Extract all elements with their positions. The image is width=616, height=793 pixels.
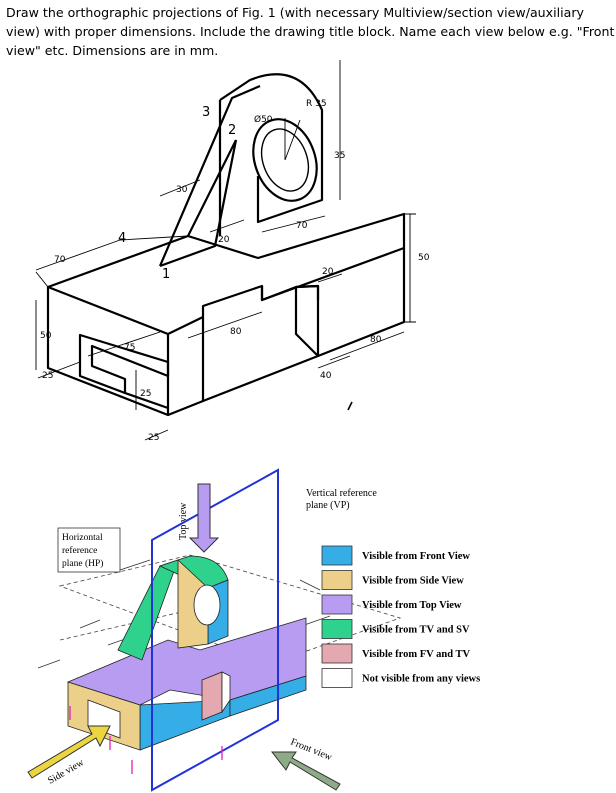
dim-50-right: 50 [418, 253, 430, 263]
boss-hole-white [193, 584, 221, 626]
vp-label-line1: Vertical reference [306, 488, 377, 499]
vp-label-line2: plane (VP) [306, 500, 350, 511]
rib [158, 84, 261, 268]
hp-label-line3: plane (HP) [62, 558, 103, 569]
legend-swatch-3 [321, 619, 353, 639]
instructions-text: Draw the orthographic projections of Fig… [6, 3, 615, 60]
dim-75: 75 [124, 343, 135, 353]
rib-top [187, 139, 237, 237]
hp-label-line2: reference [62, 545, 97, 556]
legend-label-4: Visible from FV and TV [362, 649, 471, 660]
side-view-arrow [27, 725, 111, 779]
dim-r35: R 35 [306, 99, 327, 109]
instructions-line-3: view" etc. Dimensions are in mm. [6, 43, 219, 58]
vp-outline [151, 468, 279, 792]
dim-25-left: 25 [42, 371, 53, 381]
callout-2: 2 [228, 123, 236, 138]
legend-label-0: Visible from Front View [362, 551, 470, 562]
dim-80-right: 80 [370, 335, 382, 345]
hp-outline [58, 554, 402, 665]
legend-swatch-0 [321, 545, 353, 566]
legend-swatch-1 [321, 570, 353, 590]
legend-label-5: Not visible from any views [362, 674, 480, 685]
dim-70-left: 70 [54, 255, 66, 265]
dim-25-mid: 25 [140, 389, 151, 399]
top-view-label: Top view [178, 502, 189, 540]
legend-swatch-2 [321, 594, 353, 615]
dim-20-slot: 20 [218, 235, 230, 245]
dim-25-bottom: 25 [148, 433, 159, 443]
dim-20-v: 20 [322, 267, 334, 277]
legend-swatch-4 [321, 643, 353, 664]
dim-dia50: Ø50 [254, 114, 273, 125]
groove-white [221, 671, 231, 714]
boss-hole-inner [260, 128, 310, 192]
boss [219, 73, 324, 224]
boss-hole [252, 118, 318, 202]
legend-label-3: Visible from TV and SV [362, 625, 470, 636]
callout-3: 3 [202, 105, 210, 120]
hp-label-box [57, 527, 121, 573]
front-view-arrow [270, 751, 341, 791]
base-right-blue [229, 675, 307, 717]
dim-70-right: 70 [296, 221, 308, 231]
legend-label-2: Visible from Top View [362, 600, 462, 611]
instructions-line-2: view) with proper dimensions. Include th… [6, 24, 615, 39]
boss-side-yellow [177, 559, 209, 649]
dim-80-mid: 80 [230, 327, 242, 337]
instructions-line-1: Draw the orthographic projections of Fig… [6, 5, 584, 20]
dim-30: 30 [176, 185, 188, 195]
dim-50-left: 50 [40, 331, 52, 341]
left-cutout [78, 333, 170, 395]
groove-inner [295, 284, 320, 300]
callout-1: 1 [162, 267, 170, 282]
hp-label-line1: Horizontal [62, 533, 103, 543]
top-view-arrow [188, 483, 220, 553]
legend-swatch-5 [321, 668, 353, 688]
callout-4: 4 [118, 231, 126, 246]
dim-40: 40 [320, 371, 332, 381]
dim-35: 35 [334, 151, 345, 161]
legend-label-1: Visible from Side View [362, 576, 464, 587]
left-cutout-inner [124, 391, 169, 410]
